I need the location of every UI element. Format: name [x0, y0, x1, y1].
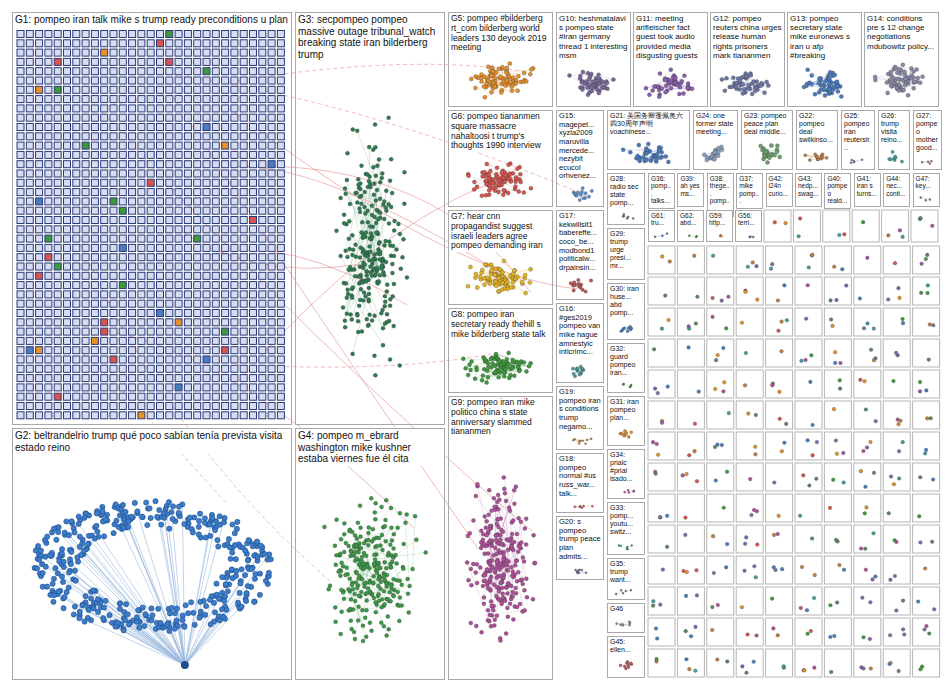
page: {"diagram": { "nodes": [ {"text": ["G1: …: [0, 0, 950, 688]
